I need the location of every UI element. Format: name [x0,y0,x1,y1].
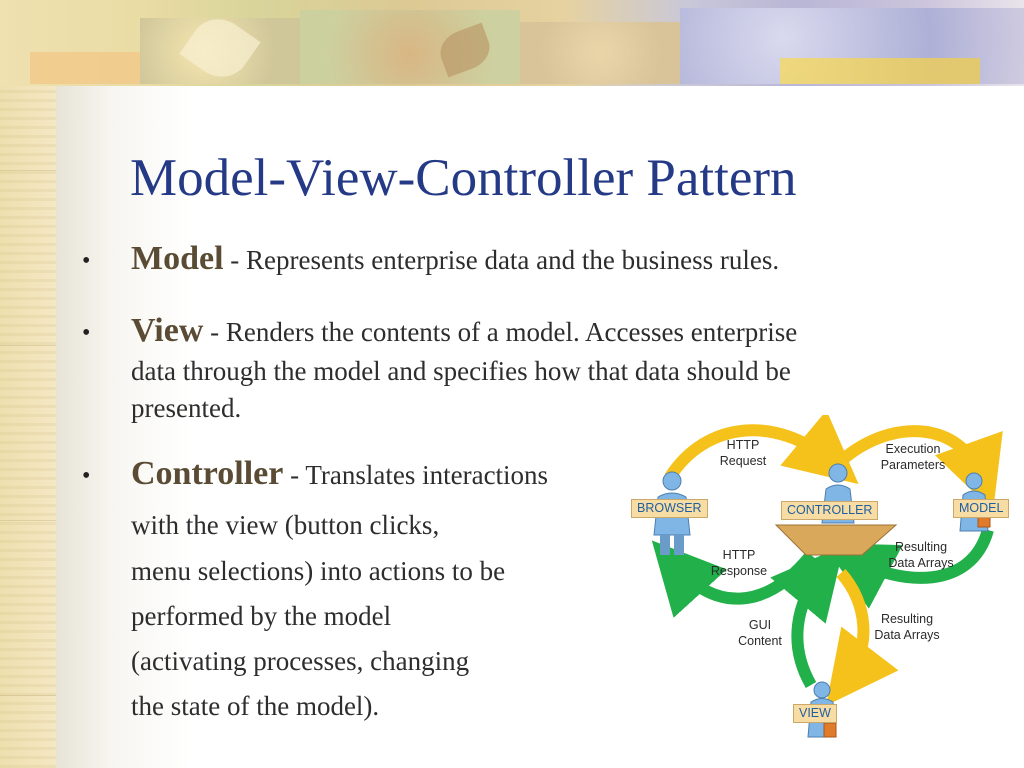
slide-title: Model-View-Controller Pattern [130,149,797,207]
bullet-continuation: the state of the model). [131,691,380,721]
http-response-label: HTTP Response [710,548,768,578]
bullet-continuation: (activating processes, changing [131,646,470,676]
bullet-continuation: menu selections) into actions to be [131,556,506,586]
bullet-term: Controller [131,455,284,492]
gui-content-arrow [770,545,845,688]
bullet-term: View [131,312,204,349]
http-request-arrow [664,415,859,485]
bullet-controller: Controller - Translates interactions [131,455,548,493]
bullet-text: - Represents enterprise data and the bus… [223,245,780,275]
banner-patch [30,52,140,84]
bullet-model: Model - Represents enterprise data and t… [131,240,779,278]
banner-patch [780,58,980,84]
bullet-continuation: with the view (button clicks, [131,510,440,540]
strip-seam [0,345,56,346]
controller-tag: CONTROLLER [781,501,879,520]
execution-parameters-label: Execution Parameters [880,442,946,472]
resulting-data-arrays-label-top: Resulting Data Arrays [888,540,954,570]
bullet-text: - Translates interactions [283,460,549,490]
bullet-continuation: performed by the model [131,601,392,631]
browser-tag: BROWSER [631,499,708,518]
bullet-text: - Renders the contents of a model. Acces… [203,317,798,347]
resulting-data-arrays-arrow-bottom [826,568,899,706]
http-request-label: HTTP Request [719,438,767,468]
execution-parameters-arrow [837,425,1003,511]
mvc-diagram: BROWSER CONTROLLER MODEL VIEW HTTP Reque… [626,415,1024,760]
banner-patch [520,22,680,84]
bullet-continuation: data through the model and specifies how… [131,356,791,386]
gui-content-label: GUI Content [738,618,782,648]
strip-seam [0,695,56,696]
resulting-data-arrays-arrow-top [822,528,994,609]
bullet-continuation: presented. [131,393,242,423]
top-decorative-banner [0,0,1024,89]
view-tag: VIEW [793,704,837,723]
bullet-glyph: • [82,248,91,274]
model-tag: MODEL [953,499,1010,518]
bullet-glyph: • [82,463,91,489]
bullet-term: Model [131,240,224,277]
bullet-glyph: • [82,320,91,346]
strip-seam [0,520,56,521]
left-decorative-strip [0,0,56,768]
strip-seam [0,170,56,171]
bullet-view: View - Renders the contents of a model. … [131,312,797,350]
resulting-data-arrays-label-bottom: Resulting Data Arrays [874,612,940,642]
